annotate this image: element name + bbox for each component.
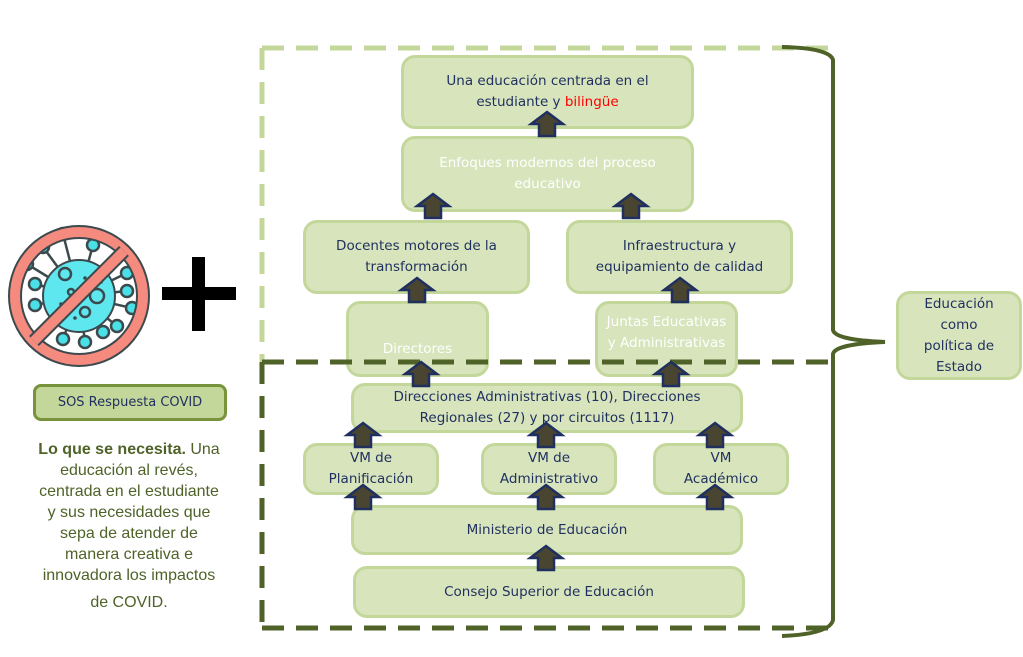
need-line: sepa de atender de [60, 525, 198, 542]
council-box: Consejo Superior de Educación [353, 566, 745, 618]
vm-admin-box: VM de Administrativo [481, 443, 617, 495]
curly-brace [781, 45, 886, 638]
upper-region-frame [259, 45, 830, 362]
bilingual-highlight: bilingüe [564, 94, 619, 110]
up-arrow-icon [343, 421, 383, 449]
plus-icon [162, 257, 236, 331]
need-line: Una [185, 441, 220, 458]
up-arrow-icon [526, 421, 566, 449]
up-arrow-icon [343, 483, 383, 511]
up-arrow-icon [651, 360, 691, 388]
modern-approaches-label: Enfoques modernos del proceso educativo [439, 155, 656, 192]
need-line: innovadora los impactos [42, 567, 216, 584]
sos-covid-badge: SOS Respuesta COVID [33, 384, 227, 421]
up-arrow-icon [397, 276, 437, 304]
council-label: Consejo Superior de Educación [444, 583, 654, 600]
need-line: centrada en el estudiante [39, 483, 219, 500]
need-line: educación al revés, [60, 462, 198, 479]
up-arrow-icon [527, 110, 567, 138]
ministry-label: Ministerio de Educación [466, 521, 628, 538]
up-arrow-icon [413, 192, 453, 220]
infrastructure-label: Infraestructura y equipamiento de calida… [595, 238, 764, 275]
vm-admin-label: VM de Administrativo [499, 450, 599, 487]
up-arrow-icon [695, 483, 735, 511]
need-line: manera creativa e [64, 546, 194, 563]
modern-approaches-box: Enfoques modernos del proceso educativo [401, 136, 694, 212]
vm-planning-label: VM de Planificación [328, 450, 414, 487]
state-policy-box: Educación como política de Estado [896, 291, 1022, 380]
boards-label: Juntas Educativas y Administrativas [606, 314, 727, 351]
directions-label: Direcciones Administrativas (10), Direcc… [393, 389, 701, 426]
vm-academic-label: VM Académico [683, 450, 759, 487]
need-statement: Lo que se necesita. Una educación al rev… [19, 439, 239, 613]
up-arrow-icon [611, 192, 651, 220]
state-policy-label: Educación como política de Estado [923, 295, 995, 375]
need-line: de COVID. [90, 594, 168, 611]
sos-covid-label: SOS Respuesta COVID [57, 395, 203, 410]
directors-label: Directores [382, 340, 453, 357]
vm-academic-box: VM Académico [653, 443, 789, 495]
up-arrow-icon [660, 276, 700, 304]
top-goal-line1: Una educación centrada en el [446, 73, 649, 89]
need-bold: Lo que se necesita. [38, 441, 186, 458]
teachers-label: Docentes motores de la transformación [336, 238, 497, 275]
teachers-box: Docentes motores de la transformación [303, 220, 530, 294]
need-line: y sus necesidades que [47, 504, 211, 521]
top-goal-line2: estudiante y [476, 94, 565, 110]
up-arrow-icon [401, 360, 441, 388]
no-virus-icon [5, 222, 153, 370]
up-arrow-icon [526, 483, 566, 511]
up-arrow-icon [526, 544, 566, 572]
up-arrow-icon [695, 421, 735, 449]
